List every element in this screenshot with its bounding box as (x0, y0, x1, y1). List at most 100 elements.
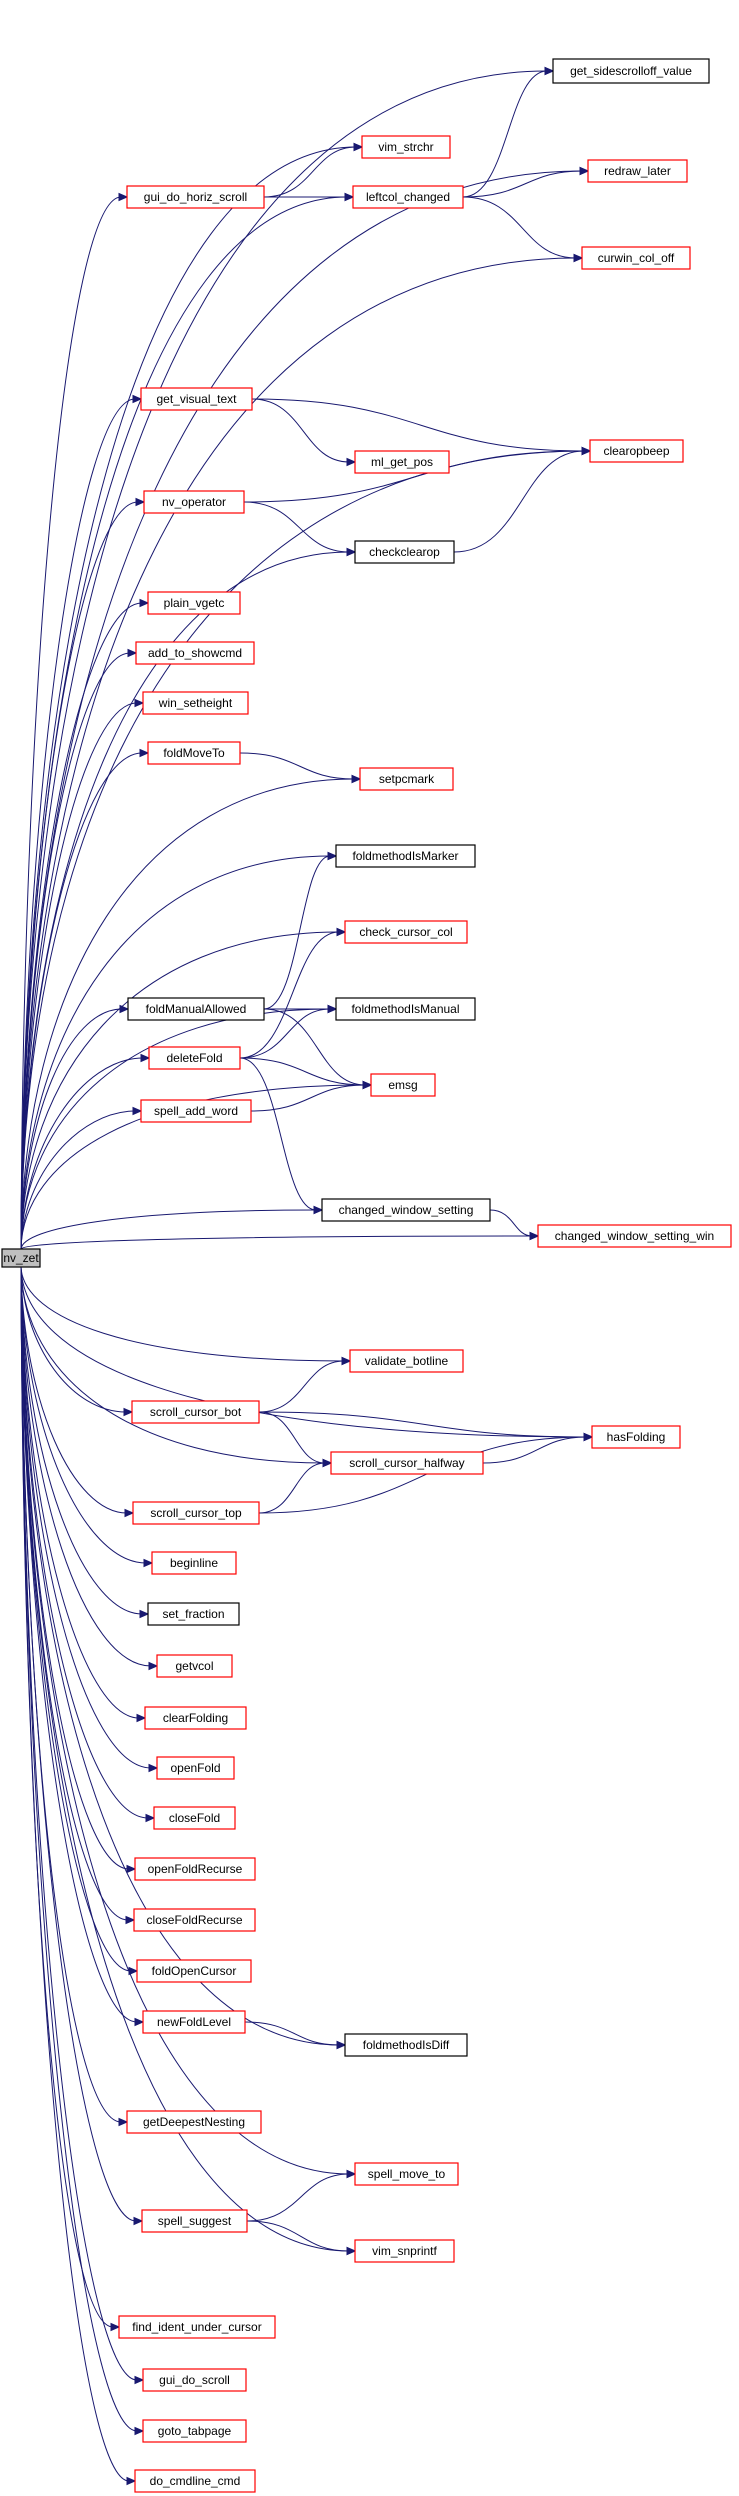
node-spell-add-word[interactable]: spell_add_word (140, 1099, 252, 1123)
edge-nv_zet-to-vim_snprintf (20, 1266, 350, 2252)
arrowhead-nv_zet-to-spell_suggest (133, 2216, 144, 2226)
edge-nv_zet-to-find_ident_under_cursor (20, 1266, 114, 2328)
node-label: closeFoldRecurse (146, 1913, 242, 1927)
node-do-cmdline-cmd[interactable]: do_cmdline_cmd (134, 2469, 256, 2493)
arrowhead-nv_zet-to-getDeepestNesting (118, 2117, 129, 2127)
node-spell-move-to[interactable]: spell_move_to (354, 2162, 459, 2186)
node-plain-vgetc[interactable]: plain_vgetc (147, 591, 241, 615)
node-spell-suggest[interactable]: spell_suggest (141, 2209, 248, 2233)
node-hasFolding[interactable]: hasFolding (591, 1425, 681, 1449)
node-set-fraction[interactable]: set_fraction (147, 1602, 240, 1626)
node-redraw-later[interactable]: redraw_later (587, 159, 688, 183)
node-box (344, 920, 468, 944)
node-label: check_cursor_col (359, 925, 452, 939)
edge-deleteFold-to-foldmethodIsManual (239, 1008, 331, 1059)
node-box (349, 1349, 464, 1373)
node-box (127, 997, 265, 1021)
node-openFold[interactable]: openFold (156, 1756, 235, 1780)
node-box (552, 58, 710, 84)
node-nv-operator[interactable]: nv_operator (143, 490, 245, 514)
node-vim-snprintf[interactable]: vim_snprintf (354, 2239, 455, 2263)
node-label: curwin_col_off (598, 251, 675, 265)
arrowhead-leftcol_changed-to-get_sidescrolloff_value (544, 66, 555, 76)
node-foldmethodIsDiff[interactable]: foldmethodIsDiff (344, 2033, 468, 2057)
node-openFoldRecurse[interactable]: openFoldRecurse (134, 1857, 256, 1881)
arrowhead-foldManualAllowed-to-foldmethodIsMarker (327, 851, 338, 861)
edge-scroll_cursor_bot-to-hasFolding (258, 1411, 587, 1438)
node-vim-strchr[interactable]: vim_strchr (361, 135, 451, 159)
edge-get_visual_text-to-clearopbeep (251, 398, 585, 452)
node-foldManualAllowed[interactable]: foldManualAllowed (127, 997, 265, 1021)
node-foldOpenCursor[interactable]: foldOpenCursor (136, 1959, 252, 1983)
node-closeFold[interactable]: closeFold (153, 1806, 236, 1830)
node-leftcol-changed[interactable]: leftcol_changed (352, 185, 464, 209)
node-goto-tabpage[interactable]: goto_tabpage (142, 2419, 247, 2443)
node-clearopbeep[interactable]: clearopbeep (589, 439, 684, 463)
node-box (537, 1224, 732, 1248)
node-getDeepestNesting[interactable]: getDeepestNesting (126, 2110, 262, 2134)
node-closeFoldRecurse[interactable]: closeFoldRecurse (133, 1908, 256, 1932)
node-label: validate_botline (365, 1354, 449, 1368)
node-box (147, 591, 241, 615)
node-checkclearop[interactable]: checkclearop (354, 540, 455, 564)
arrowhead-leftcol_changed-to-curwin_col_off (573, 253, 584, 263)
node-deleteFold[interactable]: deleteFold (148, 1046, 241, 1070)
node-clearFolding[interactable]: clearFolding (144, 1706, 247, 1730)
node-foldmethodIsMarker[interactable]: foldmethodIsMarker (335, 844, 476, 868)
node-label: openFoldRecurse (148, 1862, 243, 1876)
node-foldmethodIsManual[interactable]: foldmethodIsManual (335, 997, 476, 1021)
node-box (131, 1400, 260, 1424)
edge-nv_zet-to-gui_do_horiz_scroll (20, 196, 122, 1250)
node-label: do_cmdline_cmd (150, 2474, 241, 2488)
node-box (156, 1756, 235, 1780)
node-box (153, 1806, 236, 1830)
node-box (335, 844, 476, 868)
arrowhead-nv_zet-to-scroll_cursor_bot (123, 1407, 134, 1417)
node-label: spell_add_word (154, 1104, 238, 1118)
node-curwin-col-off[interactable]: curwin_col_off (581, 246, 691, 270)
node-label: changed_window_setting_win (555, 1229, 714, 1243)
node-get-visual-text[interactable]: get_visual_text (140, 387, 253, 411)
node-ml-get-pos[interactable]: ml_get_pos (354, 450, 450, 474)
edge-nv_operator-to-checkclearop (243, 501, 350, 553)
node-changed-window-setting-win[interactable]: changed_window_setting_win (537, 1224, 732, 1248)
node-label: redraw_later (604, 164, 671, 178)
node-add-to-showcmd[interactable]: add_to_showcmd (135, 641, 255, 665)
node-getvcol[interactable]: getvcol (156, 1654, 233, 1678)
arrowhead-nv_zet-to-add_to_showcmd (127, 648, 138, 658)
edge-nv_zet-to-openFold (20, 1266, 152, 1769)
node-label: foldOpenCursor (152, 1964, 237, 1978)
node-scroll-cursor-top[interactable]: scroll_cursor_top (132, 1501, 260, 1525)
node-beginline[interactable]: beginline (151, 1551, 237, 1575)
node-label: setpcmark (379, 772, 435, 786)
edge-scroll_cursor_bot-to-validate_botline (258, 1360, 345, 1413)
node-emsg[interactable]: emsg (370, 1073, 436, 1097)
node-label: openFold (170, 1761, 220, 1775)
node-get-sidescrolloff-value[interactable]: get_sidescrolloff_value (552, 58, 710, 84)
arrowhead-scroll_cursor_bot-to-validate_botline (341, 1356, 352, 1366)
edge-leftcol_changed-to-get_sidescrolloff_value (462, 70, 548, 198)
arrowhead-nv_operator-to-checkclearop (346, 547, 357, 557)
node-setpcmark[interactable]: setpcmark (359, 767, 454, 791)
node-box (148, 1046, 241, 1070)
node-label: foldManualAllowed (146, 1002, 247, 1016)
node-gui-do-horiz-scroll[interactable]: gui_do_horiz_scroll (126, 185, 265, 209)
node-foldMoveTo[interactable]: foldMoveTo (147, 741, 241, 765)
arrowhead-scroll_cursor_top-to-hasFolding (583, 1432, 594, 1442)
node-changed-window-setting[interactable]: changed_window_setting (321, 1198, 491, 1222)
node-label: foldmethodIsDiff (363, 2038, 450, 2052)
node-find-ident-under-cursor[interactable]: find_ident_under_cursor (118, 2315, 276, 2339)
edge-nv_zet-to-beginline (20, 1266, 147, 1564)
node-newFoldLevel[interactable]: newFoldLevel (142, 2010, 246, 2034)
node-label: leftcol_changed (366, 190, 450, 204)
node-validate-botline[interactable]: validate_botline (349, 1349, 464, 1373)
edge-scroll_cursor_halfway-to-hasFolding (482, 1436, 587, 1464)
node-check-cursor-col[interactable]: check_cursor_col (344, 920, 468, 944)
node-scroll-cursor-bot[interactable]: scroll_cursor_bot (131, 1400, 260, 1424)
node-nv-zet[interactable]: nv_zet (1, 1248, 41, 1268)
edge-nv_zet-to-get_sidescrolloff_value (20, 70, 548, 1250)
edge-nv_zet-to-foldmethodIsManual (20, 1008, 331, 1250)
node-win-setheight[interactable]: win_setheight (142, 691, 249, 715)
node-gui-do-scroll[interactable]: gui_do_scroll (142, 2368, 247, 2392)
node-scroll-cursor-halfway[interactable]: scroll_cursor_halfway (330, 1451, 484, 1475)
